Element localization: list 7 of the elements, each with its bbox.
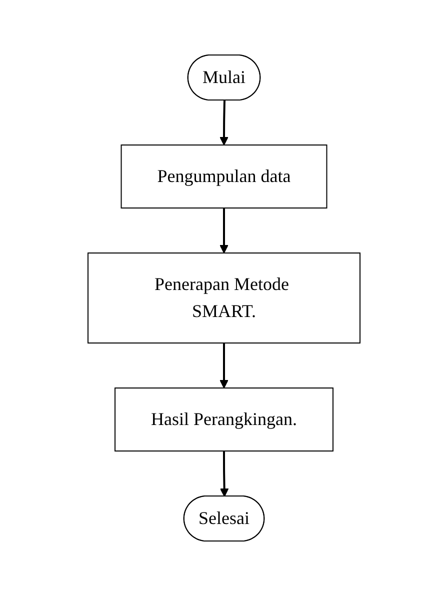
arrow [219,208,228,254]
node-box: Hasil Perangkingan. [114,388,333,452]
arrow [219,343,228,388]
arrow [219,100,228,146]
arrow [219,451,228,497]
node-box: Pengumpulan data [120,144,327,208]
node-box: Penerapan Metode SMART. [87,252,360,344]
